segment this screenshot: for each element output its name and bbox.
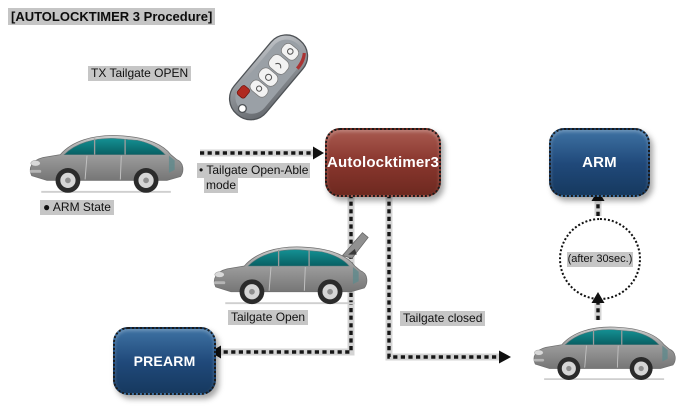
label-open-able-line1: • Tailgate Open-Able (197, 163, 311, 178)
node-arm: ARM (549, 128, 650, 197)
open-tailgate-flap (341, 232, 369, 259)
after-30sec-circle: (after 30sec.) (559, 218, 641, 300)
label-tx-tailgate-open: TX Tailgate OPEN (88, 66, 192, 81)
car-tailgate-open-icon (210, 226, 372, 315)
label-open-able-line2: mode (204, 178, 239, 193)
smart-key-fob-icon (205, 14, 330, 143)
connector-autolocktimer3-to-prearm (218, 194, 353, 354)
label-after-30sec: (after 30sec.) (566, 251, 634, 267)
connector-dashes (200, 151, 600, 359)
node-prearm: PREARM (113, 327, 216, 395)
page-title: [AUTOLOCKTIMER 3 Procedure] (8, 8, 216, 25)
connector-autolocktimer3-to-car (387, 194, 500, 359)
label-tailgate-open-able-mode: • Tailgate Open-Able mode (197, 163, 329, 193)
label-tailgate-closed: Tailgate closed (400, 311, 486, 326)
car-side-icon-bottom-right (530, 320, 680, 390)
car-side-icon-arm-state (26, 128, 188, 204)
node-autolocktimer3: Autolocktimer3 (325, 128, 441, 197)
label-tailgate-open: Tailgate Open (228, 310, 309, 325)
label-arm-state: ● ARM State (40, 200, 114, 215)
